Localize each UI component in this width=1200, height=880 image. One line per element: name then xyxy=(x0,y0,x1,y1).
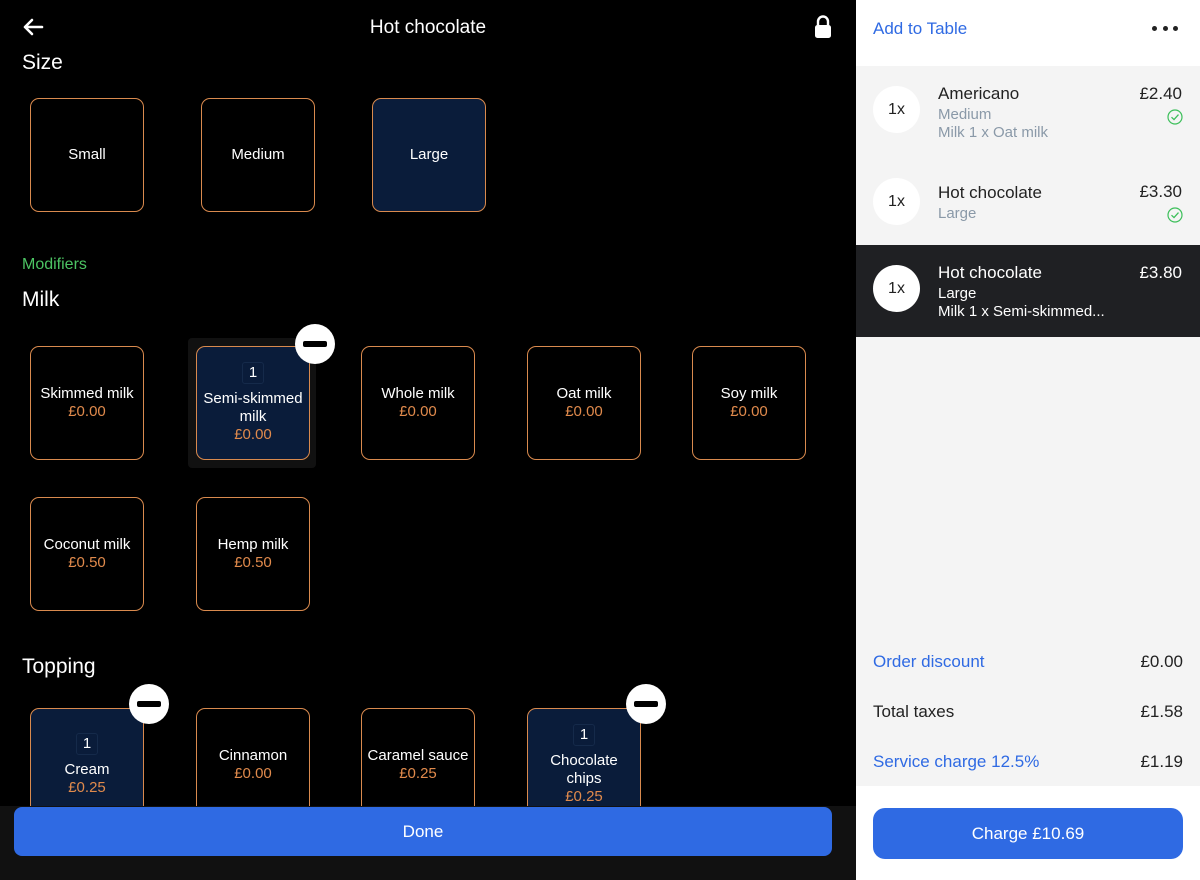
order-item[interactable]: 1x Hot chocolate Large £3.30 xyxy=(856,162,1200,245)
option-price: £0.25 xyxy=(68,779,106,796)
option-price: £0.00 xyxy=(234,426,272,443)
option-name: Semi-skimmed milk xyxy=(203,390,303,425)
topping-title: Topping xyxy=(22,655,96,678)
size-title: Size xyxy=(22,51,63,74)
item-detail: Medium xyxy=(938,106,992,123)
quantity-badge: 1 xyxy=(76,733,98,755)
modifier-panel: Hot chocolate Size Small Medium Large Mo… xyxy=(0,0,856,880)
option-name: Chocolate chips xyxy=(550,752,618,787)
topping-option-caramel-sauce[interactable]: Caramel sauce £0.25 xyxy=(361,708,475,822)
total-taxes-label: Total taxes xyxy=(873,702,955,721)
service-charge-label[interactable]: Service charge 12.5% xyxy=(873,752,1040,771)
item-name: Hot chocolate xyxy=(938,183,1042,202)
milk-option-hemp[interactable]: Hemp milk £0.50 xyxy=(196,497,310,611)
remove-semi-skimmed-button[interactable] xyxy=(295,324,335,364)
top-bar: Hot chocolate xyxy=(0,0,856,56)
more-options-icon[interactable] xyxy=(1152,18,1178,38)
remove-chocolate-chips-button[interactable] xyxy=(626,684,666,724)
option-name: Coconut milk xyxy=(43,536,131,553)
order-discount-label[interactable]: Order discount xyxy=(873,652,985,671)
option-price: £0.00 xyxy=(68,403,106,420)
item-name: Hot chocolate xyxy=(938,263,1042,282)
item-detail: Large xyxy=(938,205,977,222)
size-option-medium[interactable]: Medium xyxy=(201,98,315,212)
minus-icon xyxy=(303,341,327,347)
item-price: £2.40 xyxy=(1139,84,1182,103)
item-detail: Milk 1 x Semi-skimmed... xyxy=(938,303,1105,320)
item-price: £3.30 xyxy=(1139,182,1182,201)
topping-option-cinnamon[interactable]: Cinnamon £0.00 xyxy=(196,708,310,822)
size-option-small[interactable]: Small xyxy=(30,98,144,212)
option-price: £0.25 xyxy=(399,765,437,782)
page-title: Hot chocolate xyxy=(369,17,487,38)
order-discount-value: £0.00 xyxy=(1140,652,1183,671)
option-name: Oat milk xyxy=(556,385,612,402)
option-name: Whole milk xyxy=(381,385,455,402)
milk-option-skimmed[interactable]: Skimmed milk £0.00 xyxy=(30,346,144,460)
option-name: Cinnamon xyxy=(218,747,288,764)
option-price: £0.50 xyxy=(68,554,106,571)
option-price: £0.50 xyxy=(234,554,272,571)
option-price: £0.00 xyxy=(565,403,603,420)
item-quantity: 1x xyxy=(873,265,920,312)
total-taxes-value: £1.58 xyxy=(1140,702,1183,721)
option-name: Hemp milk xyxy=(217,536,289,553)
service-charge-value: £1.19 xyxy=(1140,752,1183,771)
option-price: £0.00 xyxy=(730,403,768,420)
item-quantity: 1x xyxy=(873,86,920,133)
add-to-table-link[interactable]: Add to Table xyxy=(873,19,968,38)
check-circle-icon xyxy=(1167,109,1183,125)
option-price: £0.00 xyxy=(399,403,437,420)
size-option-large[interactable]: Large xyxy=(372,98,486,212)
item-detail: Large xyxy=(938,285,977,302)
topping-option-cream[interactable]: 1 Cream £0.25 xyxy=(30,708,144,822)
size-option-label: Large xyxy=(409,146,449,163)
milk-option-oat[interactable]: Oat milk £0.00 xyxy=(527,346,641,460)
milk-option-coconut[interactable]: Coconut milk £0.50 xyxy=(30,497,144,611)
order-item-active[interactable]: 1x Hot chocolate Large Milk 1 x Semi-ski… xyxy=(856,245,1200,337)
milk-option-soy[interactable]: Soy milk £0.00 xyxy=(692,346,806,460)
milk-option-whole[interactable]: Whole milk £0.00 xyxy=(361,346,475,460)
check-circle-icon xyxy=(1167,207,1183,223)
modifiers-label: Modifiers xyxy=(22,256,87,273)
quantity-badge: 1 xyxy=(242,362,264,384)
done-button[interactable]: Done xyxy=(14,807,832,856)
size-option-label: Medium xyxy=(231,146,285,163)
milk-title: Milk xyxy=(22,288,60,311)
item-quantity: 1x xyxy=(873,178,920,225)
quantity-badge: 1 xyxy=(573,724,595,746)
back-arrow-icon[interactable] xyxy=(20,14,46,40)
option-name: Skimmed milk xyxy=(40,385,134,402)
option-name: Soy milk xyxy=(720,385,778,402)
item-price: £3.80 xyxy=(1139,263,1182,282)
remove-cream-button[interactable] xyxy=(129,684,169,724)
order-header: Add to Table xyxy=(856,0,1200,66)
option-name: Cream xyxy=(64,761,110,778)
option-price: £0.00 xyxy=(234,765,272,782)
minus-icon xyxy=(634,701,658,707)
option-price: £0.25 xyxy=(565,788,603,805)
item-name: Americano xyxy=(938,84,1020,103)
item-detail: Milk 1 x Oat milk xyxy=(938,124,1049,141)
order-panel: Add to Table 1x Americano Medium Milk 1 … xyxy=(856,0,1200,880)
milk-option-semi-skimmed[interactable]: 1 Semi-skimmed milk £0.00 xyxy=(196,346,310,460)
lock-icon[interactable] xyxy=(812,14,834,40)
minus-icon xyxy=(137,701,161,707)
size-option-label: Small xyxy=(68,146,106,163)
option-name: Caramel sauce xyxy=(367,747,469,764)
charge-button[interactable]: Charge £10.69 xyxy=(873,808,1183,859)
topping-option-chocolate-chips[interactable]: 1 Chocolate chips £0.25 xyxy=(527,708,641,822)
order-item[interactable]: 1x Americano Medium Milk 1 x Oat milk £2… xyxy=(856,66,1200,162)
